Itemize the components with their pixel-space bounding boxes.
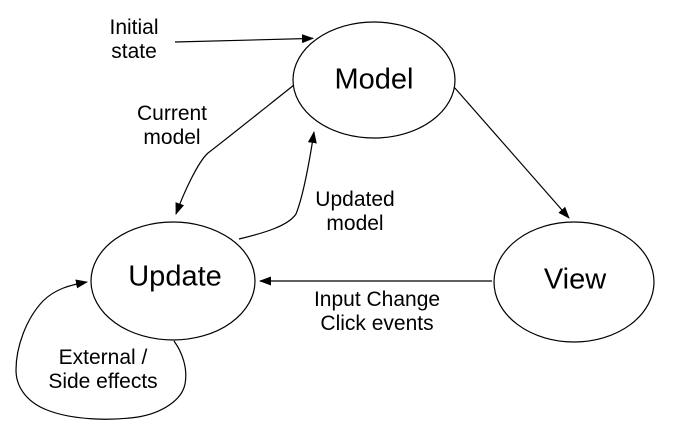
view-to-update-label-line1: Input Change	[313, 288, 441, 311]
current-model-arrow	[175, 84, 295, 215]
side-effects-label: External / Side effects	[48, 346, 157, 394]
view-node-ellipse	[493, 221, 655, 343]
updated-model-label-line2: model	[326, 212, 384, 235]
updated-model-label: Updated model	[315, 188, 394, 236]
updated-model-arrow	[238, 131, 317, 240]
initial-state-label-line2: state	[111, 40, 157, 63]
initial-state-label-line1: Initial	[109, 16, 159, 39]
side-effects-loop-arrow	[15, 279, 187, 420]
model-node-ellipse	[292, 21, 456, 139]
side-effects-label-line2: Side effects	[48, 370, 158, 393]
updated-model-label-line1: Updated	[315, 188, 395, 211]
current-model-label-line2: model	[143, 126, 201, 149]
update-node-ellipse	[90, 221, 256, 341]
current-model-label-line1: Current	[136, 102, 208, 125]
initial-state-arrow	[174, 34, 314, 44]
current-model-label: Current model	[137, 102, 207, 150]
update-node-label: Update	[128, 260, 222, 293]
model-to-view-arrow	[453, 86, 570, 219]
view-to-update-label-line2: Click events	[320, 312, 434, 335]
view-to-update-label: Input Change Click events	[314, 288, 440, 336]
side-effects-label-line1: External /	[58, 346, 148, 369]
view-node-label: View	[543, 263, 607, 296]
initial-state-label: Initial state	[109, 16, 158, 64]
model-node-label: Model	[334, 63, 414, 96]
